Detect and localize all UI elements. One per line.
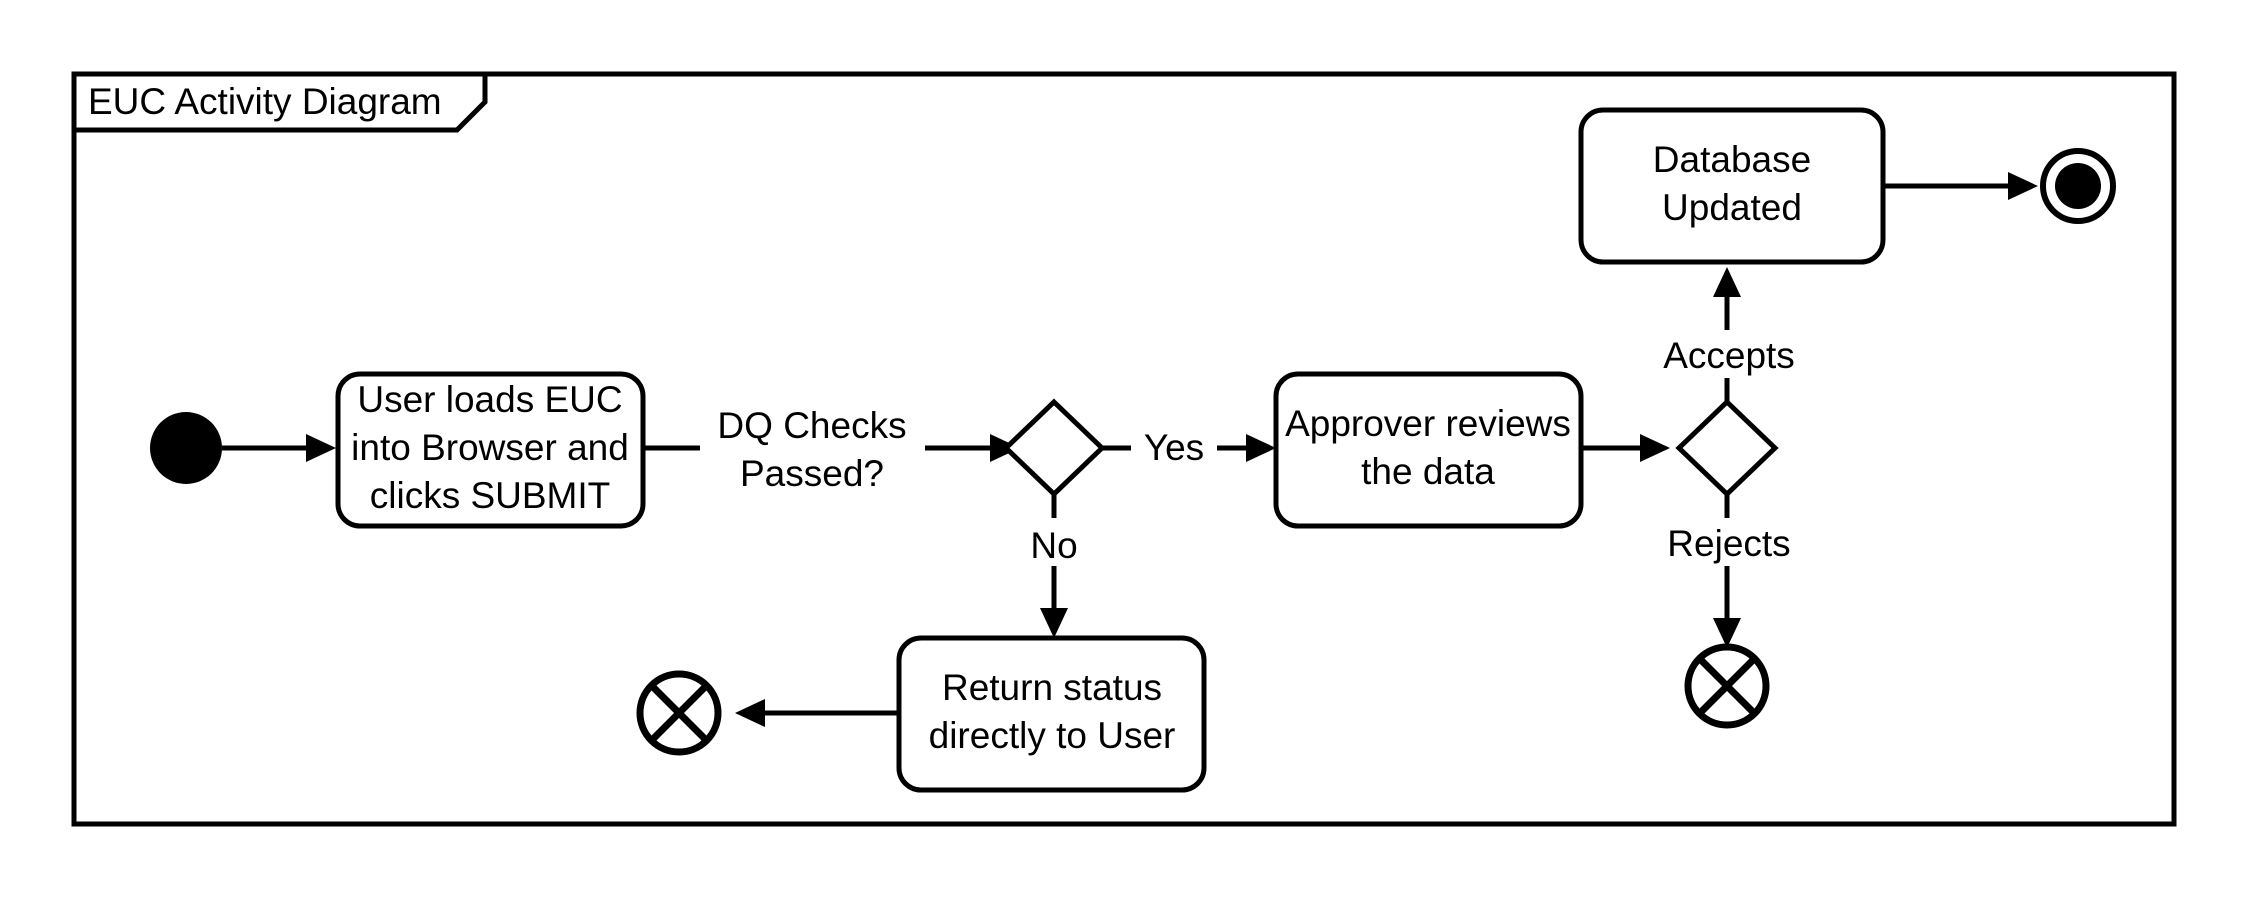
edge-start-to-load <box>222 434 336 462</box>
decision-node-dq-checks[interactable] <box>1002 398 1106 498</box>
edge-label-backdrop <box>1655 330 1803 378</box>
flow-final-node-left[interactable] <box>636 670 722 756</box>
activity-final-node[interactable] <box>2040 148 2116 224</box>
flow-final-cross-icon <box>1696 655 1758 717</box>
edge-db-updated-to-final <box>1883 172 2038 200</box>
action-label-line-1: User loads EUC <box>357 379 622 420</box>
frame-name-tab <box>71 71 488 133</box>
edge-label-line-2: Passed? <box>740 453 884 494</box>
edge-return-status-to-flow-final <box>735 699 899 727</box>
action-label-line-2: Updated <box>1662 187 1802 228</box>
action-label-line-1: Database <box>1653 139 1811 180</box>
arrowhead-icon <box>1713 267 1741 297</box>
action-label-line-3: clicks SUBMIT <box>370 475 611 516</box>
edge-approval-rejects-to-flow-final: Rejects <box>1659 494 1799 648</box>
edge-approval-accepts-to-db-updated: Accepts <box>1655 267 1803 402</box>
arrowhead-icon <box>1246 434 1276 462</box>
action-label-line-2: the data <box>1361 451 1495 492</box>
edge-label-backdrop <box>1010 518 1098 566</box>
action-shape[interactable] <box>1273 371 1584 529</box>
page-title: EUC Activity Diagram <box>88 81 442 122</box>
action-shape[interactable] <box>1578 107 1886 265</box>
decision-node-approval[interactable] <box>1675 398 1779 498</box>
arrowhead-icon <box>1040 608 1068 638</box>
initial-node[interactable] <box>150 412 222 484</box>
flow-final-cross-icon <box>648 682 710 744</box>
arrowhead-icon <box>1713 618 1741 648</box>
arrowhead-icon <box>735 699 765 727</box>
action-label-line-1: Approver reviews <box>1285 403 1571 444</box>
arrowhead-icon <box>1640 434 1670 462</box>
action-node-database-updated[interactable]: Database Updated <box>1578 107 1886 265</box>
action-label-line-2: directly to User <box>929 715 1176 756</box>
edge-dq-no-to-return-status: No <box>1010 494 1098 638</box>
edge-dq-yes-to-review: Yes <box>1102 424 1276 472</box>
arrowhead-icon <box>306 434 336 462</box>
edge-label-rejects: Rejects <box>1667 523 1790 564</box>
action-node-approver-reviews[interactable]: Approver reviews the data <box>1273 371 1584 529</box>
action-node-load-euc[interactable]: User loads EUC into Browser and clicks S… <box>335 371 646 529</box>
diagram-frame <box>71 71 2177 827</box>
final-node-dot <box>2055 163 2101 209</box>
edge-load-to-dq-decision: DQ Checks Passed? <box>643 405 1020 494</box>
edge-label-yes: Yes <box>1144 427 1204 468</box>
edge-label-backdrop <box>1659 518 1799 566</box>
arrowhead-icon <box>2008 172 2038 200</box>
decision-shape[interactable] <box>1675 398 1779 498</box>
edge-label-line-1: DQ Checks <box>717 405 906 446</box>
edge-label-no: No <box>1030 525 1077 566</box>
action-label-line-1: Return status <box>942 667 1162 708</box>
edge-label-backdrop <box>1131 424 1217 472</box>
flow-final-node-right[interactable] <box>1684 643 1770 729</box>
action-label-line-2: into Browser and <box>351 427 629 468</box>
decision-shape[interactable] <box>1002 398 1106 498</box>
edge-label-accepts: Accepts <box>1663 335 1795 376</box>
action-node-return-status[interactable]: Return status directly to User <box>896 635 1207 793</box>
edge-label-backdrop <box>700 406 925 492</box>
action-shape[interactable] <box>896 635 1207 793</box>
edge-review-to-approve-decision <box>1581 434 1670 462</box>
